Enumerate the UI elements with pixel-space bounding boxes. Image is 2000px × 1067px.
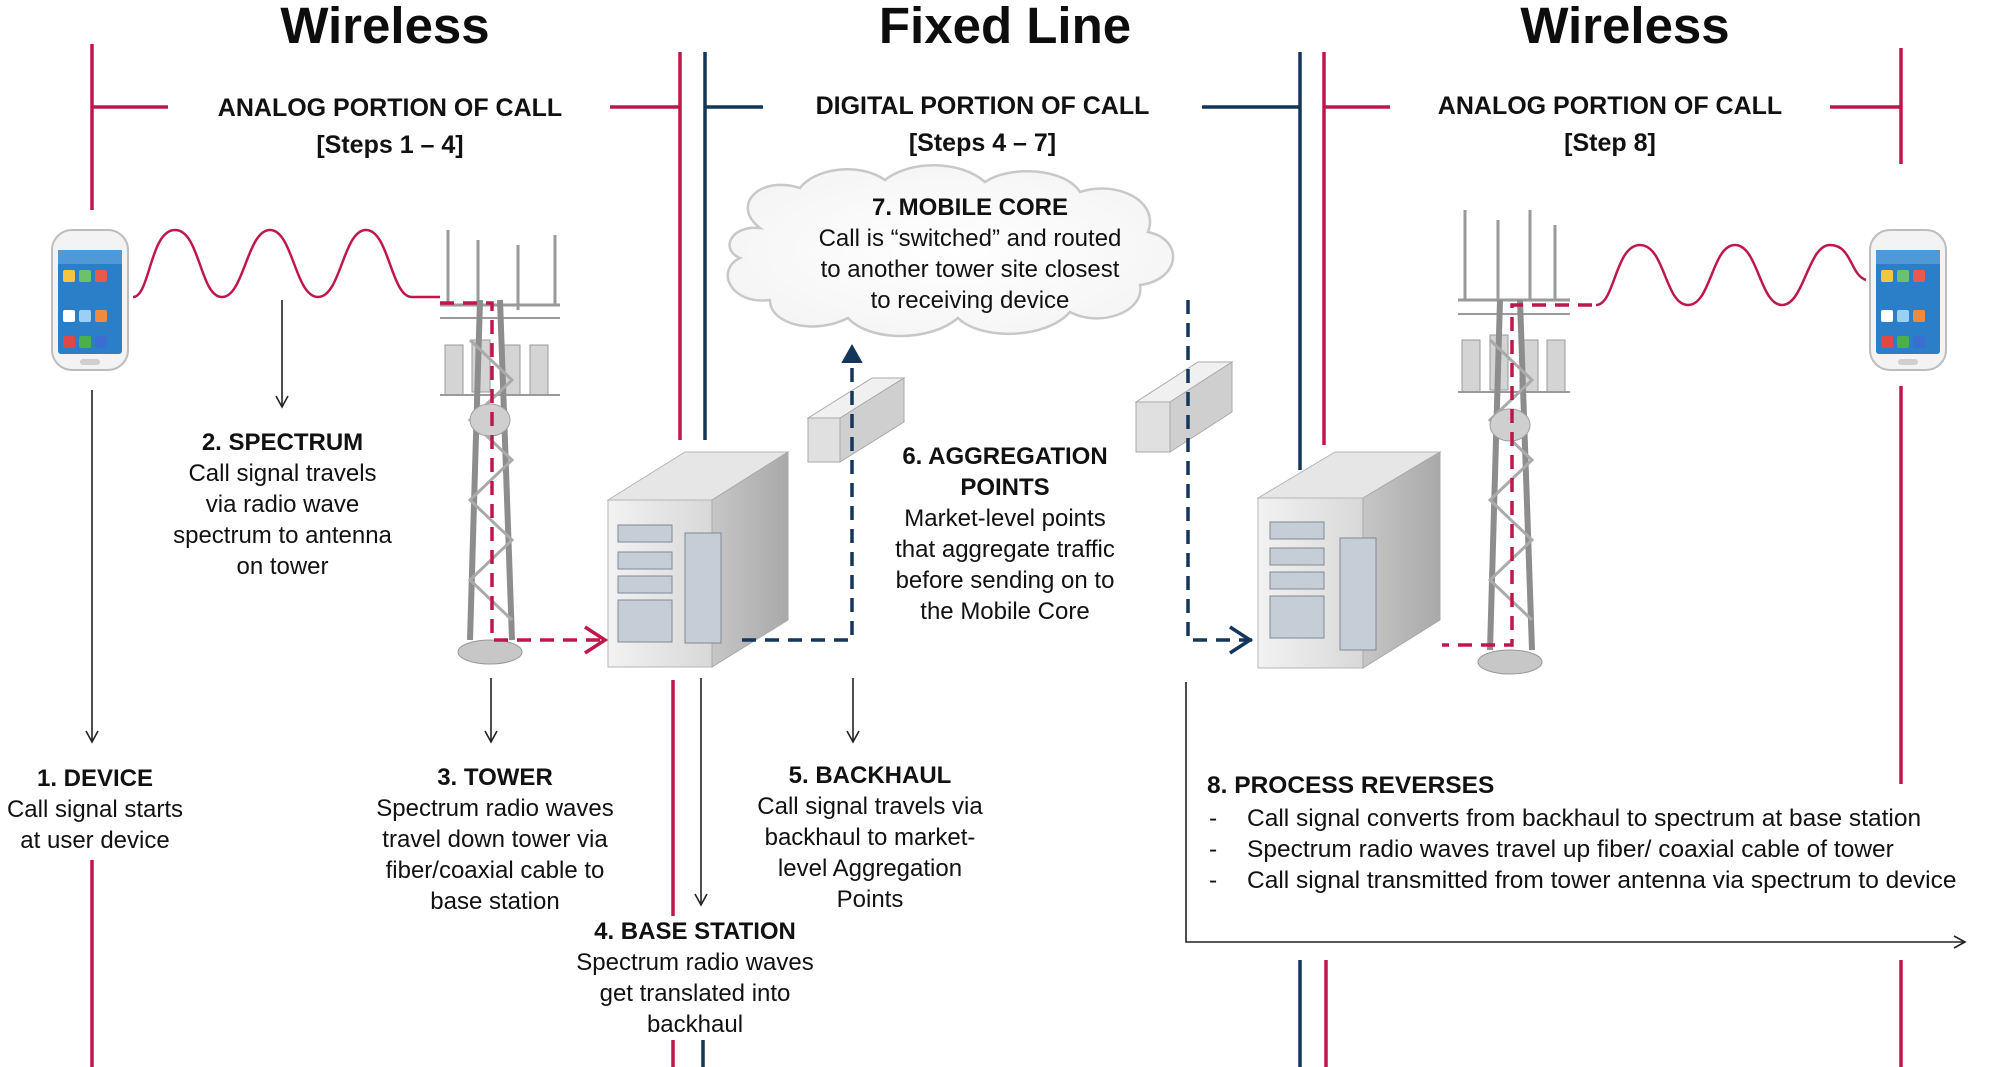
backhaul-path-up (742, 355, 854, 642)
step-8-title: 8. PROCESS REVERSES (1207, 772, 1495, 799)
right-portion-label: ANALOG PORTION OF CALL [Step 8] (1400, 88, 1820, 162)
left-phone-icon (51, 229, 129, 371)
step-8-process-reverses: 8. PROCESS REVERSES Call signal converts… (1207, 770, 1956, 896)
step-4-desc: Spectrum radio waves get translated into… (576, 949, 814, 1038)
step-8-bullet: Call signal transmitted from tower anten… (1207, 865, 1956, 896)
middle-portion-label: DIGITAL PORTION OF CALL [Steps 4 – 7] (770, 88, 1195, 162)
mobile-core-cloud (726, 164, 1175, 338)
core-to-base-arrowhead (1229, 625, 1254, 655)
right-tower-icon (1458, 210, 1570, 675)
section-dividers (90, 44, 1903, 1067)
right-base-station-icon (1256, 451, 1442, 669)
left-portion-label: ANALOG PORTION OF CALL [Steps 1 – 4] (180, 90, 600, 164)
left-portion-line1: ANALOG PORTION OF CALL (217, 94, 563, 122)
step-1-device: 1. DEVICE Call signal starts at user dev… (0, 763, 200, 856)
aggregation-point-right-icon (1134, 361, 1234, 453)
middle-section-title: Fixed Line (878, 0, 1132, 54)
left-tower-signal-arrowhead (584, 625, 609, 655)
backhaul-arrowhead-up (841, 343, 863, 363)
left-tower-icon (440, 230, 560, 665)
step-6-title: 6. AGGREGATION POINTS (902, 443, 1108, 501)
step-3-desc: Spectrum radio waves travel down tower v… (376, 795, 614, 915)
step-2-spectrum: 2. SPECTRUM Call signal travels via radi… (150, 427, 415, 582)
left-base-station-icon (606, 451, 790, 668)
middle-portion-line2: [Steps 4 – 7] (908, 129, 1057, 157)
right-phone-icon (1869, 229, 1947, 371)
step-7-mobile-core: 7. MOBILE CORE Call is “switched” and ro… (790, 192, 1150, 316)
right-portion-line2: [Step 8] (1564, 129, 1656, 157)
right-portion-line1: ANALOG PORTION OF CALL (1437, 92, 1783, 120)
callout-arrows (85, 300, 1967, 949)
core-to-base-path (1186, 300, 1252, 642)
left-section-title: Wireless (280, 0, 490, 54)
step-6-desc: Market-level points that aggregate traff… (895, 505, 1115, 625)
step-8-bullet: Spectrum radio waves travel up fiber/ co… (1207, 834, 1956, 865)
step-5-title: 5. BACKHAUL (788, 762, 952, 789)
step-5-backhaul: 5. BACKHAUL Call signal travels via back… (735, 760, 1005, 915)
step-3-tower: 3. TOWER Spectrum radio waves travel dow… (355, 762, 635, 917)
step-7-title: 7. MOBILE CORE (871, 194, 1069, 221)
step-6-aggregation-points: 6. AGGREGATION POINTS Market-level point… (870, 441, 1140, 627)
step-4-title: 4. BASE STATION (594, 918, 796, 945)
aggregation-point-left-icon (806, 377, 906, 463)
right-radio-wave (1595, 243, 1867, 307)
step-2-desc: Call signal travels via radio wave spect… (173, 460, 392, 580)
step-5-desc: Call signal travels via backhaul to mark… (757, 793, 983, 913)
middle-portion-line1: DIGITAL PORTION OF CALL (815, 92, 1150, 120)
step-8-bullet: Call signal converts from backhaul to sp… (1207, 803, 1956, 834)
step-1-title: 1. DEVICE (36, 765, 154, 792)
left-portion-line2: [Steps 1 – 4] (316, 131, 464, 159)
step-8-bullet-list: Call signal converts from backhaul to sp… (1207, 803, 1956, 896)
step-1-desc: Call signal starts at user device (6, 796, 184, 854)
step-7-desc: Call is “switched” and routed to another… (818, 225, 1122, 314)
step-3-title: 3. TOWER (437, 764, 553, 791)
left-radio-wave (132, 228, 440, 299)
right-section-title: Wireless (1520, 0, 1730, 54)
step-4-base-station: 4. BASE STATION Spectrum radio waves get… (555, 916, 835, 1040)
left-tower-signal-path (440, 301, 600, 642)
step-2-title: 2. SPECTRUM (201, 429, 364, 456)
